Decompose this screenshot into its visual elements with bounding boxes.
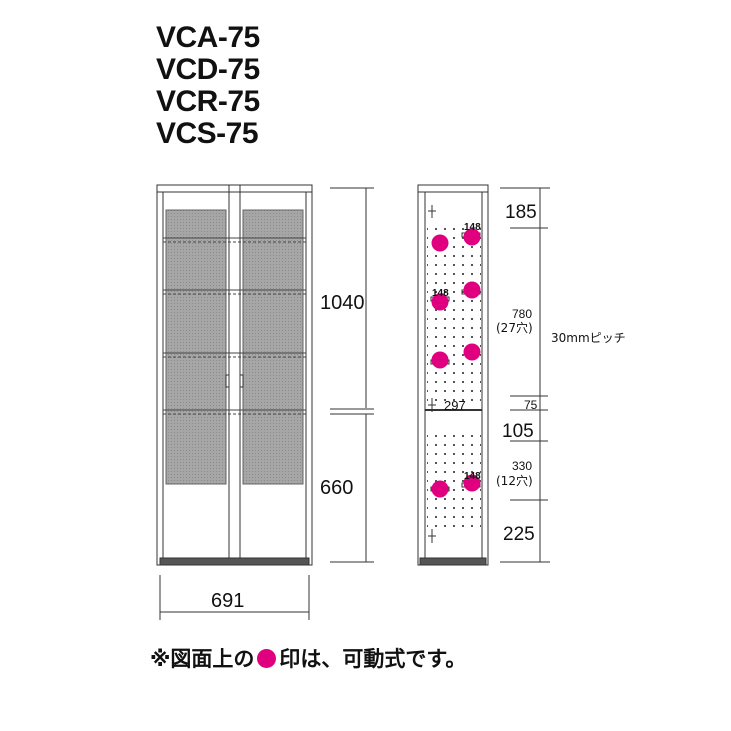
movable-marker bbox=[463, 474, 481, 492]
model-list: VCA-75 VCD-75 VCR-75 VCS-75 bbox=[156, 22, 260, 150]
movable-markers bbox=[431, 228, 481, 498]
side-hinge-marks bbox=[428, 205, 436, 543]
note-suffix: 印は、可動式です。 bbox=[279, 647, 467, 671]
movable-marker-icon bbox=[257, 648, 277, 668]
model-name: VCA-75 bbox=[156, 21, 260, 54]
dim-upper-height: 1040 bbox=[320, 292, 365, 314]
door-handles bbox=[225, 374, 244, 388]
movable-marker bbox=[431, 234, 449, 252]
dim-lower-range: 330 bbox=[512, 459, 532, 473]
movable-marker bbox=[463, 228, 481, 246]
dim-depth: 297 bbox=[444, 398, 466, 413]
shelf-depth-label: 148 bbox=[464, 471, 481, 482]
left-glass-panel bbox=[165, 209, 227, 485]
right-glass-panel bbox=[242, 209, 304, 485]
dim-upper-holes: (27穴) bbox=[496, 320, 533, 335]
movable-marker bbox=[463, 343, 481, 361]
movable-marker bbox=[431, 480, 449, 498]
movable-note: ※図面上の 印は、可動式です。 bbox=[150, 643, 466, 673]
dim-upper-range: 780 bbox=[512, 307, 532, 321]
shelf-depth-label: 148 bbox=[464, 222, 481, 233]
dim-middle: 105 bbox=[502, 421, 534, 442]
front-view bbox=[156, 184, 374, 620]
note-prefix: ※図面上の bbox=[150, 647, 255, 671]
movable-marker bbox=[431, 293, 449, 311]
front-shelves bbox=[163, 237, 306, 415]
dim-top: 185 bbox=[505, 202, 537, 223]
movable-marker bbox=[463, 281, 481, 299]
dim-pitch: 30mmピッチ bbox=[551, 331, 626, 345]
model-name: VCD-75 bbox=[156, 53, 260, 86]
side-base bbox=[419, 557, 487, 566]
dim-lower-holes: (12穴) bbox=[496, 473, 533, 488]
front-base bbox=[159, 557, 310, 566]
model-name: VCR-75 bbox=[156, 85, 260, 118]
dim-bottom: 225 bbox=[503, 524, 535, 545]
upper-hole-columns bbox=[427, 228, 481, 406]
dim-width: 691 bbox=[211, 590, 244, 612]
model-name: VCS-75 bbox=[156, 117, 259, 150]
dim-75: 75 bbox=[524, 398, 538, 412]
movable-marker bbox=[431, 351, 449, 369]
side-dimension-lines bbox=[500, 187, 550, 563]
front-upper-dim bbox=[330, 187, 374, 563]
shelf-depth-label: 148 bbox=[432, 288, 449, 299]
dim-lower-height: 660 bbox=[320, 477, 353, 499]
front-width-dim bbox=[159, 575, 310, 620]
